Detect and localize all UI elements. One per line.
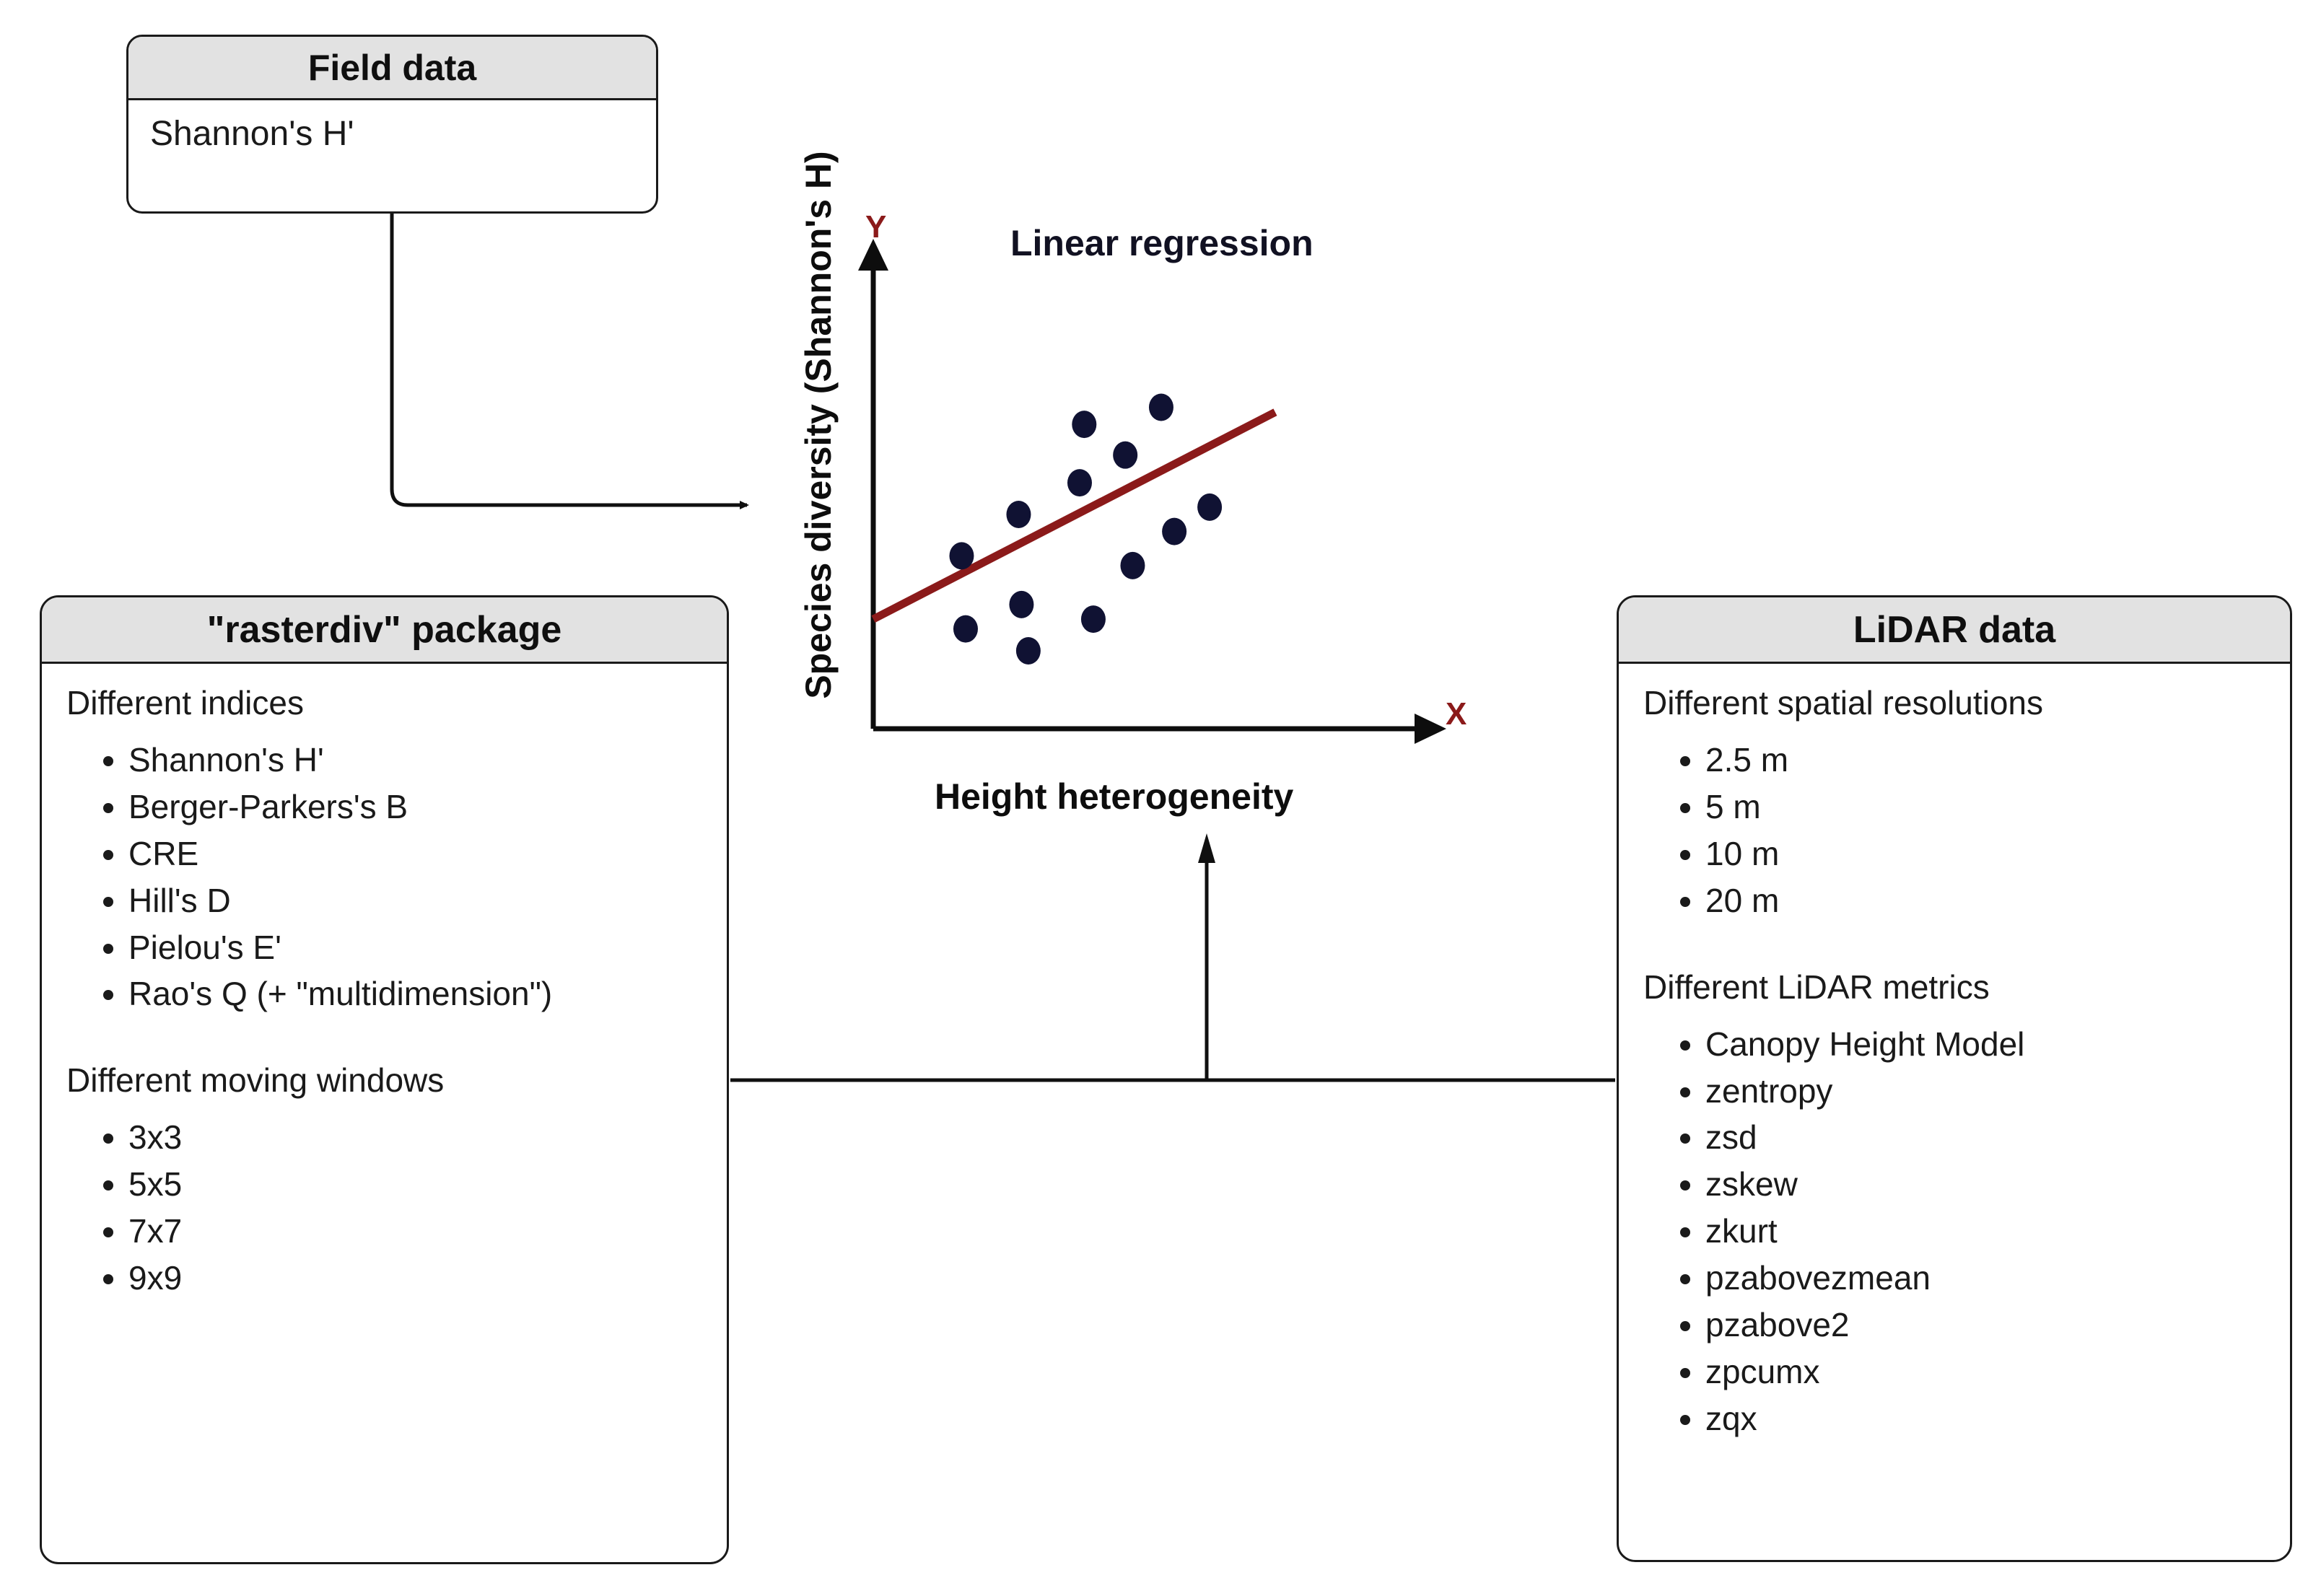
list-item: 5 m: [1705, 786, 2265, 828]
lidar-metrics-heading: Different LiDAR metrics: [1643, 968, 1990, 1006]
scatter-point: [1072, 411, 1097, 439]
list-item: pzabovezmean: [1705, 1257, 2265, 1299]
scatter-point: [953, 615, 978, 643]
list-item: 10 m: [1705, 833, 2265, 875]
field-data-line-0: Shannon's H': [150, 115, 354, 153]
y-axis-arrow-icon: [858, 239, 888, 271]
list-item: Rao's Q (+ "multidimension"): [128, 973, 702, 1015]
scatter-point: [1197, 493, 1223, 521]
scatter-point: [1009, 590, 1034, 618]
scatter-point: [1162, 517, 1187, 545]
list-item: 3x3: [128, 1116, 702, 1159]
scatter-point: [1113, 441, 1138, 469]
regression-line: [871, 408, 1277, 623]
linear-regression-chart: Linear regression Species diversity (Sha…: [751, 151, 1530, 830]
rasterdiv-indices-heading: Different indices: [66, 684, 304, 722]
scatter-point: [949, 542, 974, 570]
lidar-resolutions-list: 2.5 m 5 m 10 m 20 m: [1643, 739, 2265, 922]
connector-field-data-to-plot: [390, 214, 749, 509]
list-item: zskew: [1705, 1163, 2265, 1206]
lidar-metrics-list: Canopy Height Model zentropy zsd zskew z…: [1643, 1023, 2265, 1440]
lidar-body: Different spatial resolutions 2.5 m 5 m …: [1619, 664, 2290, 1452]
list-item: Shannon's H': [128, 739, 702, 781]
chart-x-axis-label: Height heterogeneity: [935, 776, 1294, 817]
scatter-point: [1067, 469, 1092, 497]
list-item: zsd: [1705, 1116, 2265, 1159]
list-item: Pielou's E': [128, 926, 702, 969]
list-item: zentropy: [1705, 1070, 2265, 1113]
chart-plot-area: [858, 239, 1446, 744]
lidar-data-card: LiDAR data Different spatial resolutions…: [1617, 595, 2292, 1562]
rasterdiv-package-card: "rasterdiv" package Different indices Sh…: [40, 595, 729, 1564]
field-data-title: Field data: [128, 37, 656, 100]
list-item: 2.5 m: [1705, 739, 2265, 781]
spacer: [66, 1020, 702, 1060]
lidar-title: LiDAR data: [1619, 597, 2290, 664]
list-item: zpcumx: [1705, 1351, 2265, 1393]
rasterdiv-windows-list: 3x3 5x5 7x7 9x9: [66, 1116, 702, 1299]
rasterdiv-indices-list: Shannon's H' Berger-Parkers's B CRE Hill…: [66, 739, 702, 1015]
scatter-point: [1015, 637, 1041, 665]
list-item: Berger-Parkers's B: [128, 786, 702, 828]
rasterdiv-title: "rasterdiv" package: [42, 597, 727, 664]
lidar-resolutions-heading: Different spatial resolutions: [1643, 684, 2043, 722]
rasterdiv-body: Different indices Shannon's H' Berger-Pa…: [42, 664, 727, 1311]
chart-title: Linear regression: [1010, 223, 1314, 263]
chart-y-axis-label: Species diversity (Shannon's H): [798, 151, 839, 699]
list-item: Hill's D: [128, 880, 702, 922]
scatter-point: [1006, 501, 1031, 528]
list-item: 20 m: [1705, 880, 2265, 922]
list-item: 9x9: [128, 1257, 702, 1299]
list-item: pzabove2: [1705, 1304, 2265, 1346]
scatter-point: [1080, 605, 1106, 633]
field-data-body: Shannon's H': [128, 100, 656, 173]
list-item: zkurt: [1705, 1210, 2265, 1253]
list-item: Canopy Height Model: [1705, 1023, 2265, 1066]
scatter-point: [1148, 393, 1173, 421]
list-item: 5x5: [128, 1163, 702, 1206]
list-item: zqx: [1705, 1398, 2265, 1440]
list-item: 7x7: [128, 1210, 702, 1253]
scatter-point: [1120, 551, 1145, 579]
list-item: CRE: [128, 833, 702, 875]
rasterdiv-windows-heading: Different moving windows: [66, 1061, 445, 1100]
chart-x-axis-letter: X: [1446, 696, 1467, 732]
field-data-card: Field data Shannon's H': [126, 35, 658, 214]
spacer: [1643, 926, 2265, 967]
chart-y-axis-letter: Y: [865, 209, 887, 245]
x-axis-arrow-icon: [1415, 714, 1446, 744]
arrow-up-icon: [1198, 833, 1215, 863]
